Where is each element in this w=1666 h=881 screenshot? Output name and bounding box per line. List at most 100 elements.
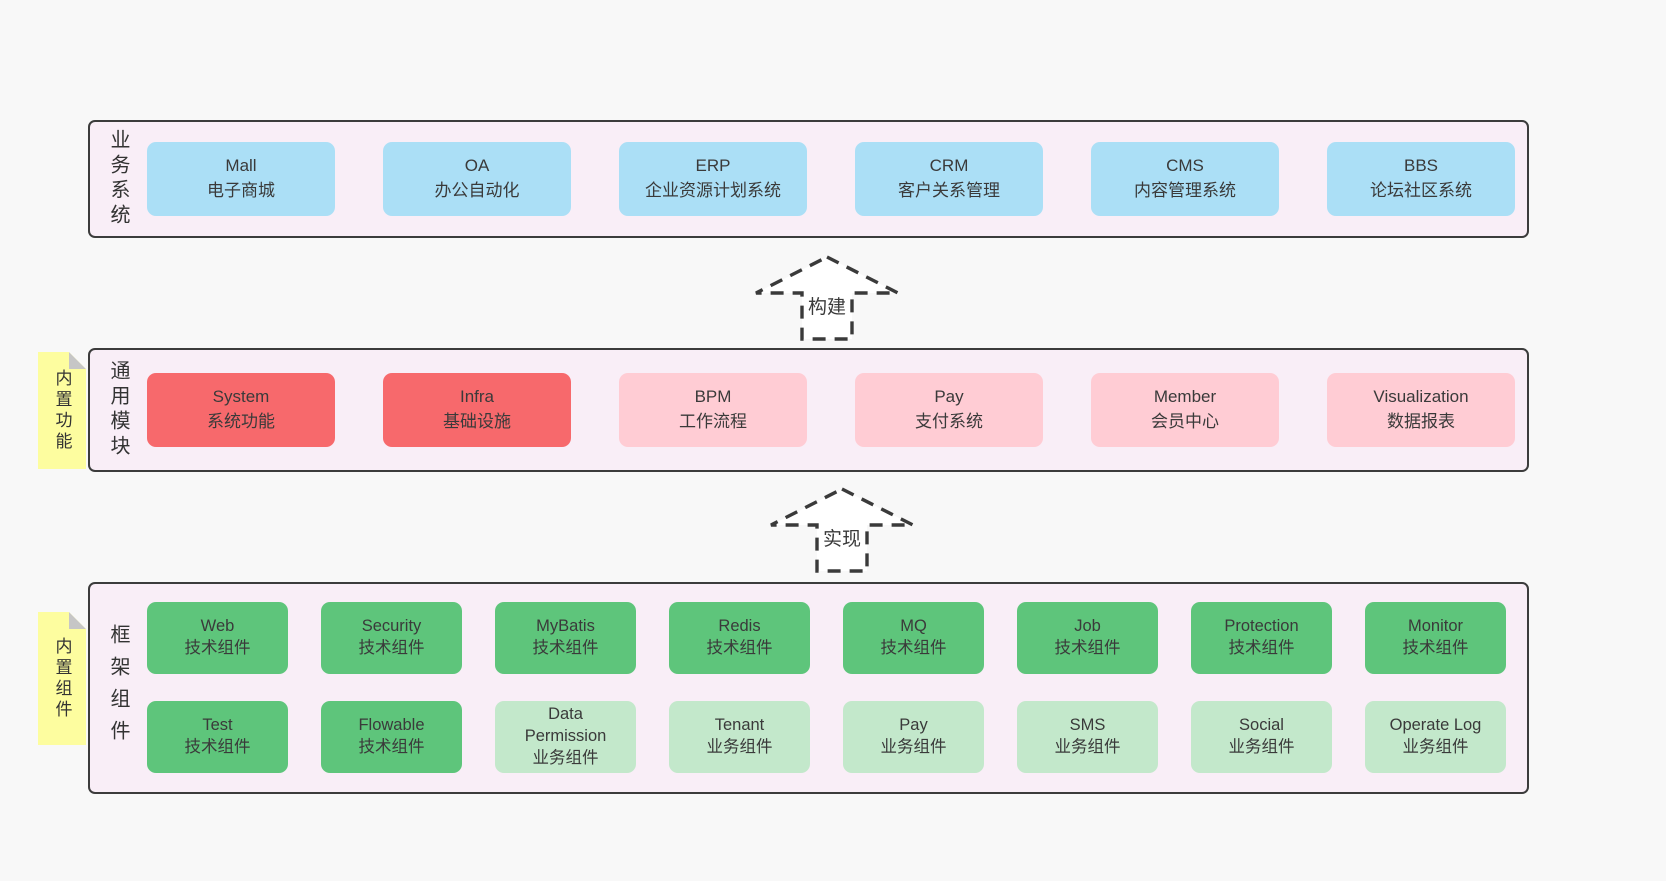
- box-subtitle: 基础设施: [443, 412, 511, 431]
- box-system: System 系统功能: [147, 373, 335, 447]
- box-test: Test 技术组件: [147, 701, 288, 773]
- box-tenant: Tenant 业务组件: [669, 701, 810, 773]
- box-sms: SMS 业务组件: [1017, 701, 1158, 773]
- box-subtitle: 技术组件: [358, 738, 425, 756]
- box-title: Tenant: [714, 716, 765, 735]
- box-mall: Mall 电子商城: [147, 142, 335, 216]
- box-pay: Pay 支付系统: [855, 373, 1043, 447]
- box-subtitle: 技术组件: [880, 639, 947, 657]
- box-title: Mall: [225, 156, 257, 176]
- box-title: CRM: [929, 156, 969, 176]
- box-subtitle: 业务组件: [1228, 738, 1295, 756]
- box-pay: Pay 业务组件: [843, 701, 984, 773]
- box-subtitle: 业务组件: [706, 738, 773, 756]
- box-title: BPM: [694, 387, 732, 407]
- box-subtitle: 会员中心: [1151, 412, 1219, 431]
- box-title: MQ: [900, 617, 927, 636]
- box-subtitle: 技术组件: [706, 639, 773, 657]
- box-subtitle: 业务组件: [880, 738, 947, 756]
- box-monitor: Monitor 技术组件: [1365, 602, 1506, 674]
- box-subtitle: 电子商城: [207, 181, 275, 200]
- box-title: MyBatis: [536, 617, 595, 636]
- modules-box-row: System 系统功能 Infra 基础设施 BPM 工作流程 Pay 支付系统 Member 会…: [147, 350, 1527, 470]
- box-subtitle: 内容管理系统: [1134, 181, 1236, 200]
- layer-label-business: 业务系统: [107, 129, 129, 229]
- box-subtitle: 技术组件: [1054, 639, 1121, 657]
- box-subtitle: 技术组件: [1402, 639, 1469, 657]
- box-title: BBS: [1403, 156, 1439, 176]
- box-title: Member: [1153, 387, 1217, 407]
- layer-label-modules: 通用模块: [107, 360, 129, 460]
- box-title: Security: [361, 617, 422, 636]
- box-title: Protection: [1224, 617, 1299, 636]
- box-title: SMS: [1069, 716, 1106, 735]
- build-arrow: 构建: [755, 255, 899, 341]
- box-security: Security 技术组件: [321, 602, 462, 674]
- layer-common-modules: 通用模块 System 系统功能 Infra 基础设施 BPM 工作流程 Pay 支付系统 Me…: [88, 348, 1529, 472]
- box-redis: Redis 技术组件: [669, 602, 810, 674]
- box-social: Social 业务组件: [1191, 701, 1332, 773]
- note-built-in-components-label: 内置组件: [52, 636, 72, 721]
- box-protection: Protection 技术组件: [1191, 602, 1332, 674]
- box-web: Web 技术组件: [147, 602, 288, 674]
- box-subtitle: 技术组件: [358, 639, 425, 657]
- build-arrow-label-bg: [805, 294, 849, 319]
- implement-arrow-label-bg: [820, 526, 864, 551]
- box-title: Infra: [459, 387, 495, 407]
- box-subtitle: 技术组件: [532, 639, 599, 657]
- box-title: Test: [202, 716, 233, 735]
- box-subtitle: 支付系统: [915, 412, 983, 431]
- box-title: Operate Log: [1389, 716, 1482, 735]
- box-mq: MQ 技术组件: [843, 602, 984, 674]
- note-fold-corner: [69, 352, 86, 369]
- box-title: System: [212, 387, 270, 407]
- box-data-permission: Data Permission 业务组件: [495, 701, 636, 773]
- box-subtitle: 数据报表: [1387, 412, 1455, 431]
- box-visualization: Visualization 数据报表: [1327, 373, 1515, 447]
- box-erp: ERP 企业资源计划系统: [619, 142, 807, 216]
- box-title: Visualization: [1373, 387, 1469, 407]
- box-title: Redis: [718, 617, 761, 636]
- box-operate-log: Operate Log 业务组件: [1365, 701, 1506, 773]
- box-title: Data Permission: [524, 705, 607, 746]
- box-subtitle: 技术组件: [184, 639, 251, 657]
- box-infra: Infra 基础设施: [383, 373, 571, 447]
- box-cms: CMS 内容管理系统: [1091, 142, 1279, 216]
- box-subtitle: 业务组件: [1054, 738, 1121, 756]
- box-crm: CRM 客户关系管理: [855, 142, 1043, 216]
- box-title: Job: [1074, 617, 1101, 636]
- box-subtitle: 工作流程: [679, 412, 747, 431]
- box-subtitle: 论坛社区系统: [1370, 181, 1472, 200]
- box-mybatis: MyBatis 技术组件: [495, 602, 636, 674]
- box-bbs: BBS 论坛社区系统: [1327, 142, 1515, 216]
- note-built-in-features: 内置功能: [38, 352, 86, 469]
- box-job: Job 技术组件: [1017, 602, 1158, 674]
- box-bpm: BPM 工作流程: [619, 373, 807, 447]
- box-subtitle: 业务组件: [1402, 738, 1469, 756]
- box-title: Social: [1239, 716, 1284, 735]
- implement-arrow: 实现: [770, 487, 914, 573]
- box-title: Web: [200, 617, 235, 636]
- box-subtitle: 系统功能: [207, 412, 275, 431]
- build-arrow-label: 构建: [808, 296, 846, 318]
- box-subtitle: 技术组件: [1228, 639, 1295, 657]
- note-built-in-features-label: 内置功能: [52, 368, 72, 453]
- box-title: OA: [464, 156, 490, 176]
- box-subtitle: 客户关系管理: [898, 181, 1000, 200]
- box-title: ERP: [695, 156, 731, 176]
- box-subtitle: 业务组件: [532, 748, 599, 767]
- box-subtitle: 技术组件: [184, 738, 251, 756]
- box-subtitle: 企业资源计划系统: [645, 181, 781, 200]
- box-title: Pay: [899, 716, 928, 735]
- box-title: CMS: [1166, 156, 1204, 176]
- box-title: Monitor: [1407, 617, 1464, 636]
- box-member: Member 会员中心: [1091, 373, 1279, 447]
- box-title: Pay: [934, 387, 964, 407]
